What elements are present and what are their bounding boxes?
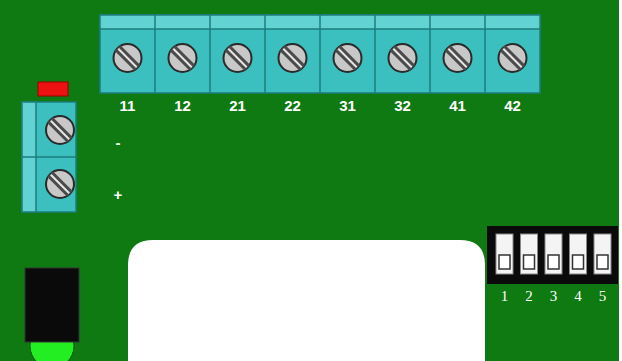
cell-divider: [374, 15, 376, 93]
terminal-screw: [444, 44, 472, 72]
terminal-screw: [279, 44, 307, 72]
terminal-number: 31: [339, 98, 356, 113]
switch-lever: [548, 255, 559, 269]
polarity-sign: -: [116, 135, 121, 150]
switch-slot: [521, 234, 538, 274]
led-housing: [25, 268, 79, 342]
cell-divider: [209, 15, 211, 93]
polarity-sign: +: [114, 187, 123, 202]
switch-slot: [545, 234, 562, 274]
terminal-screw: [169, 44, 197, 72]
switch-lever: [524, 255, 535, 269]
terminal-number: 22: [284, 98, 301, 113]
cell-divider: [429, 15, 431, 93]
switch-slot: [570, 234, 587, 274]
switch-lever: [499, 255, 510, 269]
cell-divider: [319, 15, 321, 93]
switch-lever: [573, 255, 584, 269]
switch-number: 4: [574, 289, 582, 304]
switch-number: 1: [501, 289, 509, 304]
switch-number: 5: [599, 289, 607, 304]
switch-slot: [496, 234, 513, 274]
terminal-number: 32: [394, 98, 411, 113]
dip-switch: [487, 226, 618, 284]
terminal-screw: [114, 44, 142, 72]
switch-lever: [597, 255, 608, 269]
terminal-block: [100, 15, 540, 93]
board-cutout: [128, 240, 485, 361]
cell-divider: [154, 15, 156, 93]
terminal-number: 41: [449, 98, 466, 113]
cell-divider: [484, 15, 486, 93]
terminal-number: 21: [229, 98, 246, 113]
cell-divider: [264, 15, 266, 93]
power-terminal: [22, 102, 76, 212]
red-led: [38, 82, 68, 96]
terminal-screw: [499, 44, 527, 72]
switch-slot: [594, 234, 611, 274]
terminal-screw: [224, 44, 252, 72]
terminal-screw: [334, 44, 362, 72]
switch-number: 3: [550, 289, 558, 304]
terminal-number: 12: [174, 98, 191, 113]
terminal-number: 11: [120, 98, 136, 113]
terminal-screw: [389, 44, 417, 72]
terminal-number: 42: [504, 98, 521, 113]
switch-number: 2: [525, 289, 533, 304]
